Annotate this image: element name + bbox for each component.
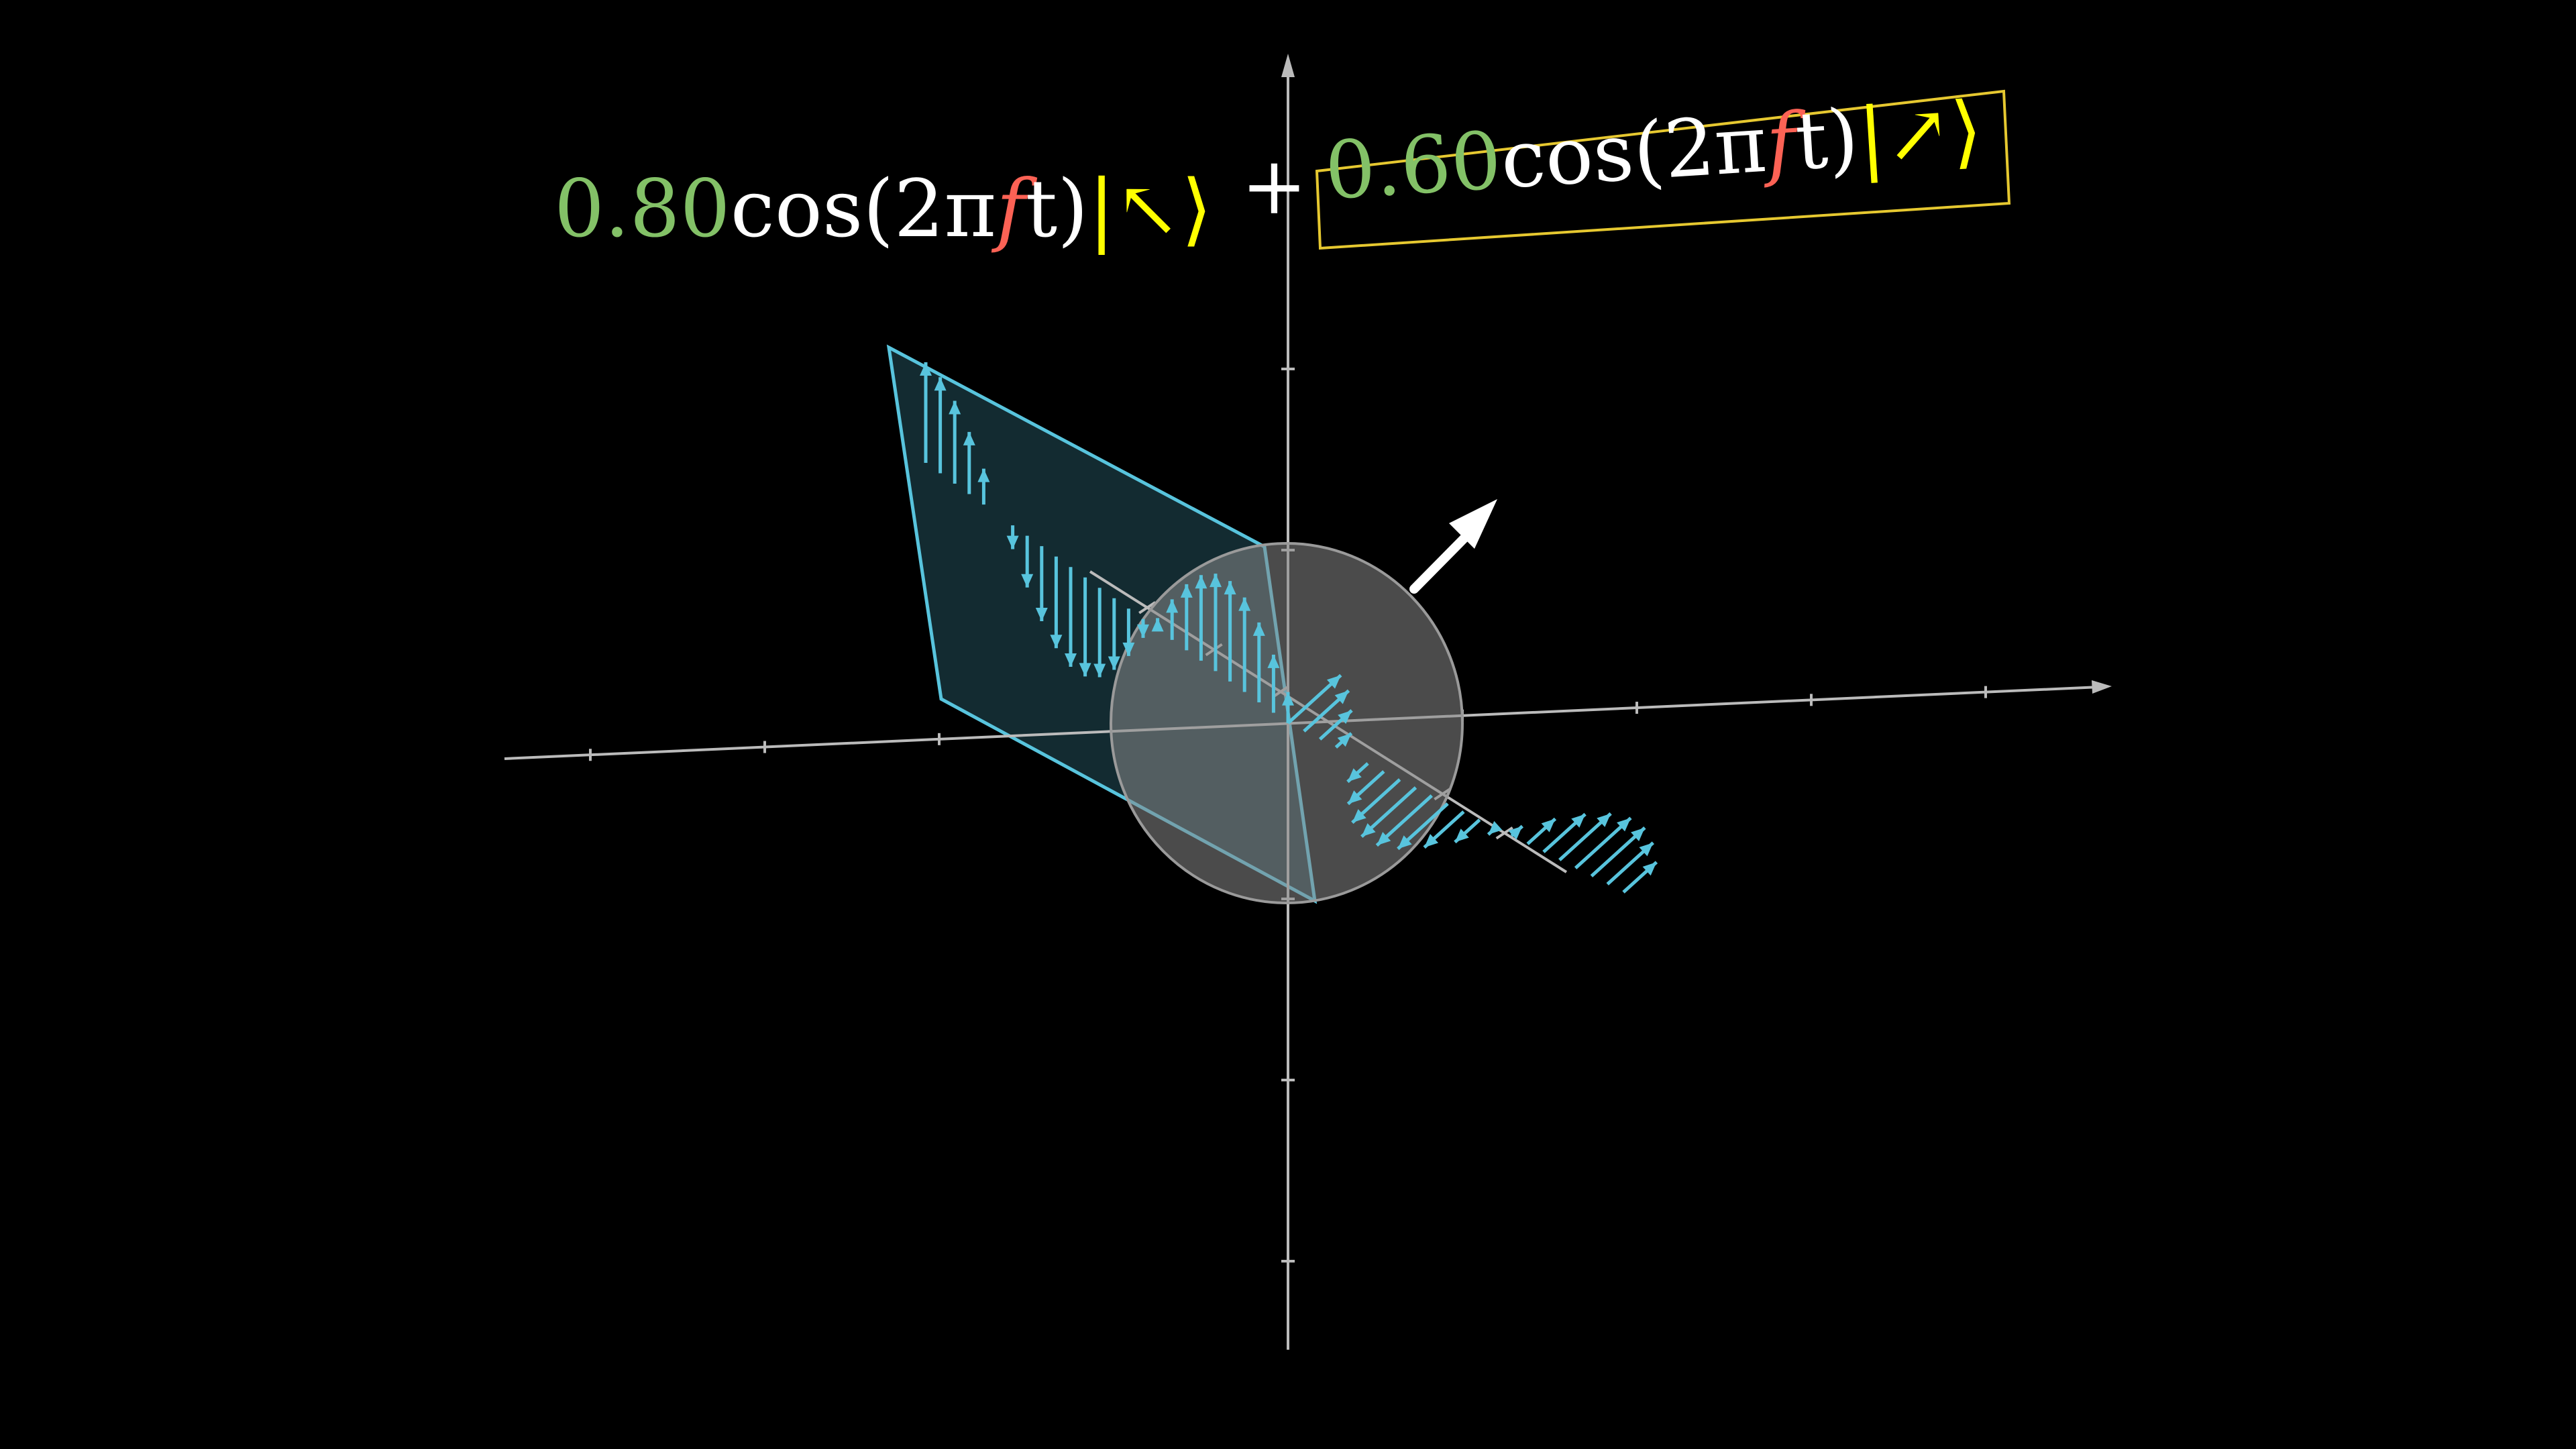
wave-arrow (1065, 567, 1077, 667)
plus-sign: + (1241, 140, 1307, 232)
wave-arrow (1574, 816, 1632, 869)
term2-func-close: t) (1792, 91, 1861, 188)
wave-arrow (1006, 525, 1019, 549)
term2-ket-symbol: ↗ (1882, 86, 1953, 182)
highlighted-term: 0.60cos(2πft)|↗⟩ (1315, 84, 2011, 250)
term2: 0.60cos(2πft)|↗⟩ (1322, 84, 1985, 217)
wave-arrow (934, 377, 947, 474)
wave-arrow (1375, 794, 1433, 847)
wave-arrow (1454, 818, 1481, 844)
wave-arrow (1093, 588, 1106, 678)
wave-arrow (1238, 597, 1251, 692)
wave-arrow (1318, 709, 1353, 741)
wave-arrow (1122, 608, 1135, 656)
wave-arrow (1508, 824, 1524, 840)
wave-arrow (1050, 556, 1063, 649)
wave-arrow (1346, 770, 1385, 806)
wave-arrow (1151, 618, 1164, 632)
wave-arrow (1267, 654, 1280, 713)
wave-arrow (1224, 581, 1236, 682)
wave-arrow (1423, 810, 1465, 849)
arrow-up-right-icon (1409, 499, 1497, 594)
z-axis-arrowhead (1281, 54, 1295, 77)
y-axis-tick (1495, 826, 1513, 840)
term2-coefficient: 0.60 (1322, 114, 1504, 217)
wave-arrow (1303, 689, 1350, 733)
term1: 0.80cos(2πft)|↖⟩ (554, 162, 1212, 255)
wave-arrow (1035, 546, 1048, 622)
wave-arrow (1210, 574, 1222, 672)
wave-arrow (1526, 817, 1557, 845)
wave-arrow (1397, 802, 1449, 851)
wave-arrow (1079, 577, 1091, 677)
wave-arrow (1558, 812, 1612, 861)
wave-arrow (920, 362, 932, 463)
term1-func-open: cos(2π (731, 162, 996, 255)
wave-arrow (1542, 812, 1587, 853)
wave-arrow (1360, 786, 1417, 839)
wave-arrow (949, 400, 961, 484)
wave-arrow (1021, 535, 1034, 588)
term2-func-open: cos(2π (1498, 97, 1769, 207)
wave-arrow (1606, 841, 1654, 885)
y-axis-tick (1138, 601, 1157, 614)
term1-ket-close: ⟩ (1181, 162, 1212, 255)
wave-arrow (1282, 692, 1294, 723)
wave-arrow (1351, 778, 1401, 824)
x-axis-arrowhead (2092, 680, 2112, 694)
wave-arrow (1590, 826, 1646, 877)
wave-arrow (1252, 622, 1265, 702)
wave-arrow (1166, 599, 1179, 640)
equation: 0.80cos(2πft)|↖⟩ + 0.60cos(2πft)|↗⟩ (554, 84, 2011, 255)
term1-coefficient: 0.80 (554, 162, 731, 255)
wave-arrow (1334, 732, 1353, 749)
highlight-box (1315, 89, 2011, 250)
term2-ket-open: | (1856, 90, 1888, 184)
wave-arrow (1137, 619, 1149, 638)
wave-arrow (1195, 575, 1208, 661)
wave-arrow (1180, 584, 1193, 651)
wave-arrow (1622, 861, 1658, 894)
wave-arrow (1487, 820, 1503, 836)
term2-ket-close: ⟩ (1948, 84, 1985, 178)
term1-ket-symbol: ↖ (1115, 162, 1181, 255)
term1-func-close: t) (1026, 162, 1088, 255)
wave-arrow (977, 468, 990, 505)
wave-arrow (1108, 598, 1120, 670)
wave-arrow (963, 431, 975, 494)
wave-arrow (1287, 674, 1342, 724)
wave-arrow (1346, 762, 1369, 784)
term1-ket-open: | (1088, 162, 1115, 255)
wave-arrows (920, 362, 1658, 894)
